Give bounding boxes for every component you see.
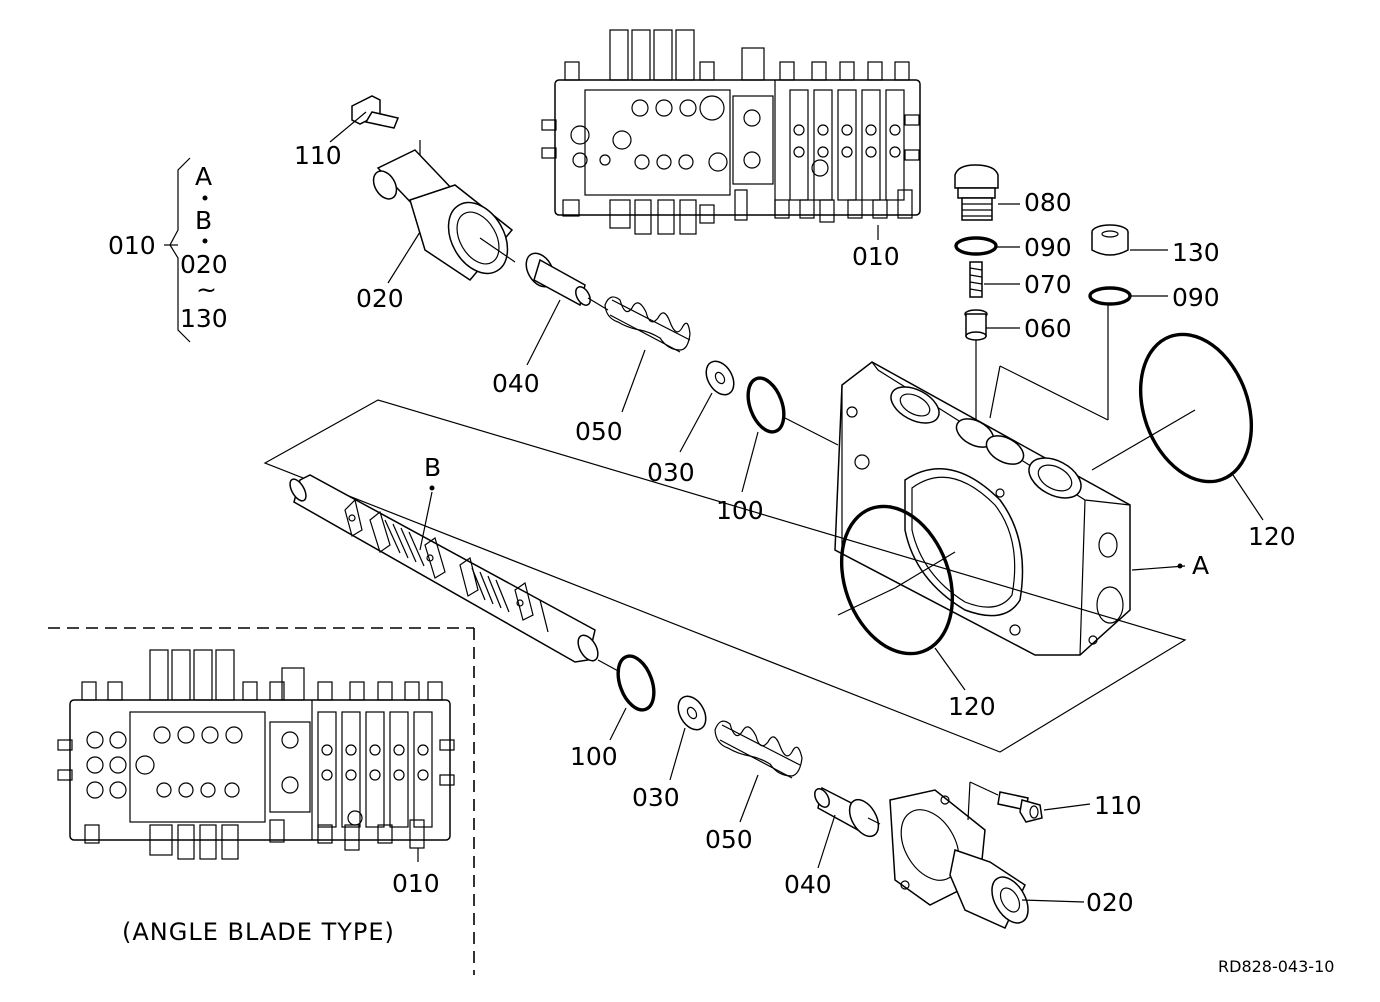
spring-050-top: 050 (575, 296, 691, 446)
bracket-to: 130 (180, 304, 228, 333)
assembly-bracket: 010 A B 020 ~ 130 (108, 157, 228, 343)
oring-100-bottom: 100 (570, 654, 656, 771)
callout-060: 060 (1024, 314, 1072, 343)
bracket-b: B (195, 206, 212, 235)
spring-seat-040-bottom: 040 (784, 786, 881, 899)
callout-090-b: 090 (1172, 283, 1220, 312)
plug-080: 080 (954, 164, 1072, 221)
spring-seat-040-top: 040 (492, 252, 609, 398)
callout-070: 070 (1024, 270, 1072, 299)
oring-090-a: 090 (954, 233, 1072, 262)
spool-B-frame (263, 399, 1187, 753)
callout-040-bottom: 040 (784, 870, 832, 899)
oring-100-top: 100 (716, 376, 839, 525)
callout-100-bottom: 100 (570, 742, 618, 771)
point-B: B (424, 453, 441, 482)
oring-120-mid: 120 (837, 504, 996, 721)
callout-020-top: 020 (356, 284, 404, 313)
bracket-a: A (195, 162, 212, 191)
control-valve-assembly-top: 010 (541, 29, 921, 271)
bracket-tilde: ~ (196, 275, 217, 304)
cap-020-top: 020 (356, 149, 516, 313)
drawing-code: RD828-043-10 (1218, 957, 1334, 976)
callout-050-bottom: 050 (705, 825, 753, 854)
callout-120-right: 120 (1248, 522, 1296, 551)
oring-090-b: 090 (1088, 283, 1220, 420)
callout-120-mid: 120 (948, 692, 996, 721)
callout-050-top: 050 (575, 417, 623, 446)
inset-angle-blade-type: 010 (ANGLE BLADE TYPE) (48, 627, 475, 975)
point-A: A (1192, 551, 1209, 580)
washer-030-bottom: 030 (632, 695, 707, 812)
inset-caption: (ANGLE BLADE TYPE) (122, 918, 395, 946)
oring-120-right: 120 (1138, 332, 1296, 551)
callout-110-top: 110 (294, 141, 342, 170)
callout-010-top: 010 (852, 242, 900, 271)
callout-030-bottom: 030 (632, 783, 680, 812)
callout-100-top: 100 (716, 496, 764, 525)
bolt-110-bottom: 110 (967, 781, 1142, 823)
callout-080: 080 (1024, 188, 1072, 217)
spring-050-bottom: 050 (705, 720, 803, 854)
callout-110-bottom: 110 (1094, 791, 1142, 820)
poppet-060: 060 (964, 309, 1072, 430)
callout-010-inset: 010 (392, 869, 440, 898)
spool-B: B (289, 453, 599, 663)
spring-070: 070 (969, 261, 1072, 299)
callout-130: 130 (1172, 238, 1220, 267)
plug-130: 130 (1091, 224, 1220, 267)
washer-030-top: 030 (647, 360, 735, 487)
callout-020-bottom: 020 (1086, 888, 1134, 917)
valve-section-body-A: A (834, 361, 1209, 656)
callout-090-a: 090 (1024, 233, 1072, 262)
cap-020-bottom: 020 (889, 789, 1134, 929)
bracket-label-010: 010 (108, 231, 156, 260)
callout-040-top: 040 (492, 369, 540, 398)
bracket-from: 020 (180, 250, 228, 279)
